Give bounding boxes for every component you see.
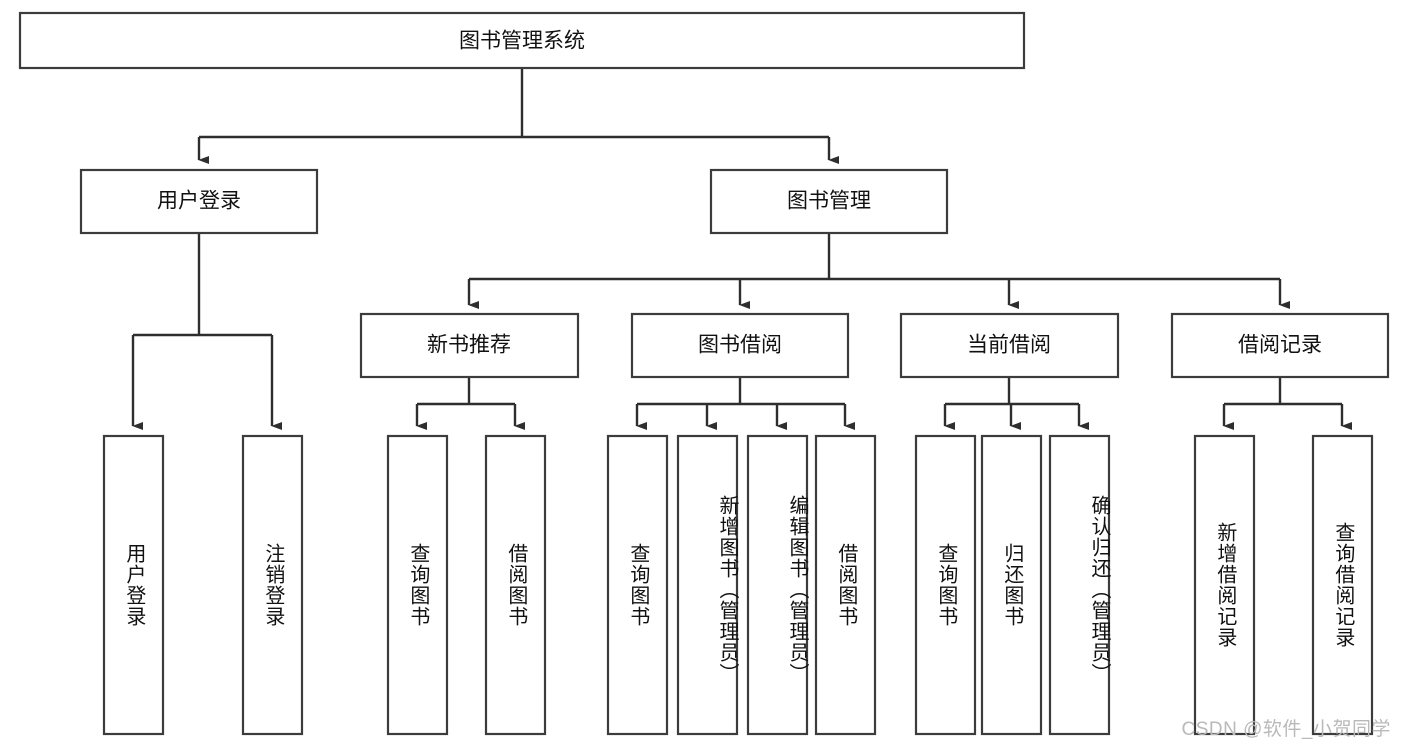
node-root[interactable]: 图书管理系统 — [18, 11, 1026, 70]
node-user-login-box[interactable] — [79, 168, 319, 235]
leaf-box-borrow-book-2[interactable] — [814, 434, 877, 736]
leaf-box-query-record[interactable] — [1311, 434, 1374, 736]
node-new-book-recommend-box[interactable] — [359, 312, 580, 379]
leaf-box-return-book[interactable] — [980, 434, 1043, 736]
node-current-borrow-label: 当前借阅 — [967, 334, 1051, 357]
leaf-box-add-book[interactable] — [676, 434, 739, 736]
leaf-box-query-book-3[interactable] — [914, 434, 977, 736]
connector-group — [131, 68, 1353, 431]
node-root-box[interactable] — [18, 11, 1026, 70]
node-book-manage[interactable]: 图书管理 — [709, 168, 949, 235]
node-book-manage-label: 图书管理 — [787, 190, 871, 213]
leaf-box-query-book-2[interactable] — [606, 434, 669, 736]
node-user-login[interactable]: 用户登录 — [79, 168, 319, 235]
node-book-borrow-label: 图书借阅 — [698, 334, 782, 357]
leaf-box-edit-book[interactable] — [746, 434, 809, 736]
node-borrow-record[interactable]: 借阅记录 — [1170, 312, 1390, 379]
node-book-borrow-box[interactable] — [630, 312, 850, 379]
csdn-watermark: CSDN @软件_小贺同学 — [1181, 719, 1391, 740]
leaf-box-user-login[interactable] — [102, 434, 165, 736]
node-new-book-recommend[interactable]: 新书推荐 — [359, 312, 580, 379]
node-book-borrow[interactable]: 图书借阅 — [630, 312, 850, 379]
leaf-box-borrow-book-1[interactable] — [484, 434, 547, 736]
node-borrow-record-box[interactable] — [1170, 312, 1390, 379]
leaf-boxes-group — [102, 434, 1374, 736]
node-new-book-recommend-label: 新书推荐 — [427, 334, 511, 357]
node-root-label: 图书管理系统 — [459, 30, 585, 53]
node-user-login-label: 用户登录 — [157, 190, 241, 213]
node-current-borrow-box[interactable] — [899, 312, 1120, 379]
leaf-box-logout[interactable] — [241, 434, 304, 736]
leaf-box-add-record[interactable] — [1193, 434, 1256, 736]
node-book-manage-box[interactable] — [709, 168, 949, 235]
leaf-box-query-book-1[interactable] — [386, 434, 449, 736]
leaf-box-confirm-return[interactable] — [1048, 434, 1111, 736]
node-borrow-record-label: 借阅记录 — [1238, 334, 1322, 357]
node-current-borrow[interactable]: 当前借阅 — [899, 312, 1120, 379]
